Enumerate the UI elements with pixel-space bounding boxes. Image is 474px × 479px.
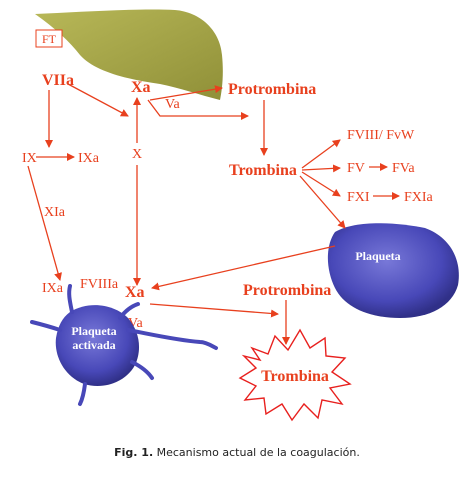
fxi-label: FXI [347, 190, 370, 205]
ft-label: FT [42, 32, 57, 46]
platelet-label: Plaqueta [355, 249, 400, 263]
trombina-mid-label: Trombina [229, 162, 297, 179]
figure-caption: Fig. 1. Mecanismo actual de la coagulaci… [0, 446, 474, 459]
x-mid-label: X [132, 147, 142, 162]
thrombin-burst [238, 328, 352, 422]
protrombina-bottom-label: Protrombina [243, 282, 331, 299]
activated-platelet-label-1: Plaqueta [71, 324, 116, 338]
xa-top-label: Xa [131, 79, 151, 96]
activated-platelet [30, 284, 218, 406]
xa-bottom-label: Xa [125, 284, 145, 301]
ix-label: IX [22, 151, 37, 166]
fv-label: FV [347, 161, 365, 176]
ft-box [35, 29, 63, 48]
platelet [327, 223, 459, 318]
caption-text: Mecanismo actual de la coagulación. [156, 446, 360, 459]
caption-prefix: Fig. 1. [114, 446, 154, 459]
va-top-label: Va [165, 97, 181, 112]
fviii-fvw-label: FVIII/ FvW [347, 128, 415, 143]
protrombina-top-label: Protrombina [228, 81, 316, 98]
ixa-right-label: IXa [78, 151, 100, 166]
fviiia-label: FVIIIa [80, 277, 119, 292]
xia-label: XIa [44, 205, 66, 220]
tissue-factor-cell [35, 9, 223, 100]
fva-label: FVa [392, 161, 415, 176]
fxia-label: FXIa [404, 190, 434, 205]
ixa-bottom-label: IXa [42, 281, 64, 296]
viia-label: VIIa [42, 72, 74, 89]
activated-platelet-label-2: activada [72, 338, 115, 352]
arrows [27, 83, 400, 345]
trombina-burst-label: Trombina [261, 368, 329, 385]
